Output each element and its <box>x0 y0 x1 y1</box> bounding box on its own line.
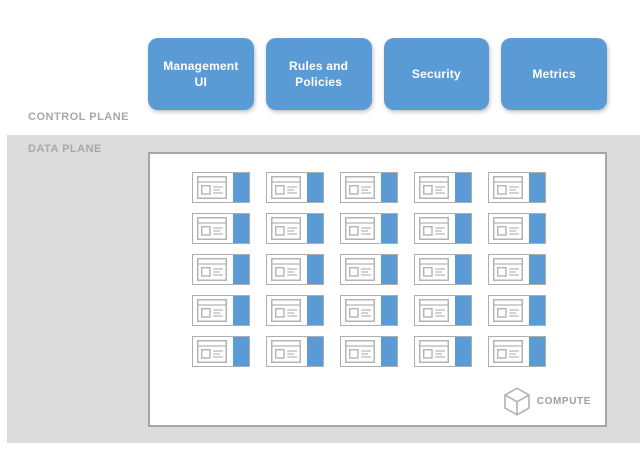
instance-highlight-block <box>233 173 249 202</box>
instance-highlight-block <box>307 214 323 243</box>
node-metrics: Metrics <box>501 38 607 110</box>
app-window-icon <box>197 217 227 240</box>
app-window-icon <box>197 258 227 281</box>
app-window-icon <box>419 217 449 240</box>
app-window-icon <box>197 299 227 322</box>
node-rules-and-policies: Rules and Policies <box>265 38 372 110</box>
instance-card <box>266 336 324 367</box>
instance-highlight-block <box>455 173 471 202</box>
instance-highlight-block <box>455 214 471 243</box>
instance-card <box>488 254 546 285</box>
instance-highlight-block <box>455 296 471 325</box>
instance-card <box>414 172 472 203</box>
instance-highlight-block <box>381 173 397 202</box>
instance-card <box>192 336 250 367</box>
instance-highlight-block <box>455 255 471 284</box>
app-window-icon <box>345 258 375 281</box>
instance-card <box>266 295 324 326</box>
app-window-icon <box>197 340 227 363</box>
instance-highlight-block <box>529 214 545 243</box>
app-window-icon <box>271 340 301 363</box>
app-window-icon <box>493 340 523 363</box>
app-window-icon <box>345 340 375 363</box>
instance-card <box>340 254 398 285</box>
app-window-icon <box>271 258 301 281</box>
instance-card <box>488 213 546 244</box>
instance-highlight-block <box>307 173 323 202</box>
app-window-icon <box>271 176 301 199</box>
node-management-ui: Management UI <box>148 38 254 110</box>
instance-card <box>192 295 250 326</box>
instance-card <box>340 336 398 367</box>
app-window-icon <box>419 258 449 281</box>
instance-highlight-block <box>455 337 471 366</box>
instance-card <box>488 336 546 367</box>
instance-card <box>414 254 472 285</box>
app-window-icon <box>271 217 301 240</box>
instance-card <box>488 172 546 203</box>
app-window-icon <box>493 217 523 240</box>
app-window-icon <box>419 299 449 322</box>
control-plane-label: CONTROL PLANE <box>28 111 130 123</box>
cube-icon <box>503 387 530 416</box>
app-window-icon <box>345 299 375 322</box>
data-plane-label: DATA PLANE <box>28 143 102 155</box>
control-plane-services: Management UI Rules and Policies Securit… <box>148 38 607 110</box>
instance-card <box>266 254 324 285</box>
app-window-icon <box>197 176 227 199</box>
instance-card <box>340 213 398 244</box>
app-window-icon <box>493 258 523 281</box>
app-window-icon <box>345 217 375 240</box>
data-plane-region: DATA PLANE <box>7 135 640 443</box>
app-window-icon <box>345 176 375 199</box>
app-window-icon <box>493 299 523 322</box>
instance-highlight-block <box>529 337 545 366</box>
instance-highlight-block <box>381 337 397 366</box>
instance-highlight-block <box>529 173 545 202</box>
instance-card <box>340 172 398 203</box>
instance-card <box>414 295 472 326</box>
instance-highlight-block <box>233 214 249 243</box>
app-window-icon <box>271 299 301 322</box>
instance-card <box>414 213 472 244</box>
instance-highlight-block <box>233 337 249 366</box>
instance-highlight-block <box>233 296 249 325</box>
instance-highlight-block <box>529 255 545 284</box>
node-security: Security <box>383 38 490 110</box>
instance-highlight-block <box>381 214 397 243</box>
instance-card <box>192 172 250 203</box>
app-window-icon <box>493 176 523 199</box>
instance-card <box>266 213 324 244</box>
instance-card <box>192 254 250 285</box>
instance-highlight-block <box>233 255 249 284</box>
instance-highlight-block <box>529 296 545 325</box>
instance-highlight-block <box>381 296 397 325</box>
app-window-icon <box>419 176 449 199</box>
instance-card <box>266 172 324 203</box>
instance-highlight-block <box>381 255 397 284</box>
instance-card <box>488 295 546 326</box>
instance-highlight-block <box>307 296 323 325</box>
compute-label: COMPUTE <box>536 395 591 407</box>
instance-card <box>414 336 472 367</box>
instance-grid <box>192 172 546 367</box>
instance-card <box>340 295 398 326</box>
instance-highlight-block <box>307 337 323 366</box>
instance-highlight-block <box>307 255 323 284</box>
compute-box: COMPUTE <box>148 152 607 427</box>
instance-card <box>192 213 250 244</box>
app-window-icon <box>419 340 449 363</box>
compute-legend: COMPUTE <box>503 387 591 416</box>
